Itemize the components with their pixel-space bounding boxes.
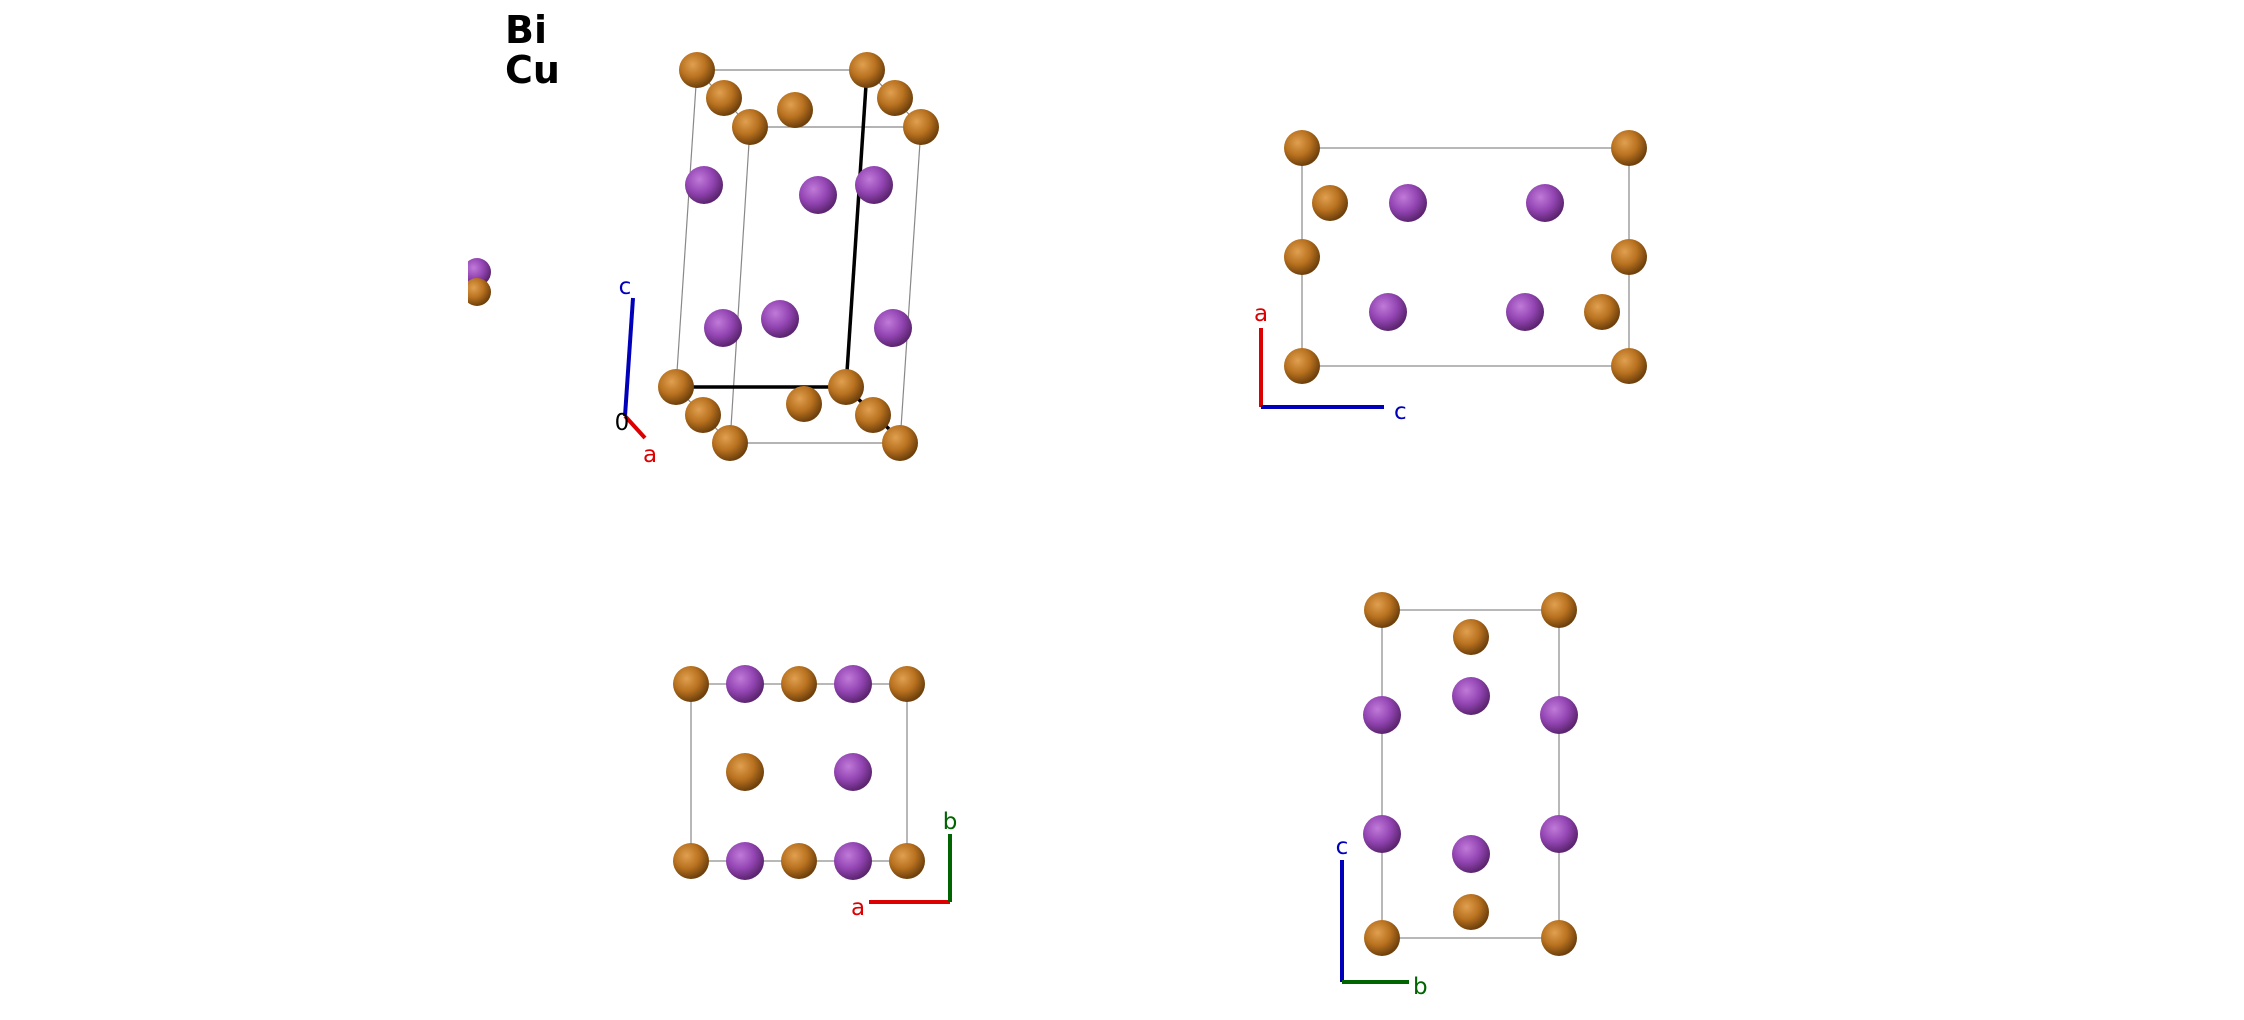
cu-atom [685,397,721,433]
axis-b-label: b [1413,974,1428,1000]
bi-atom [1389,184,1427,222]
cu-atom [679,52,715,88]
bi-atom [1363,815,1401,853]
cu-atom [889,843,925,879]
cu-atom [463,278,491,306]
bi-atom [799,176,837,214]
bi-atom [1363,696,1401,734]
bi-atom [1540,696,1578,734]
axis-b-label: b [943,809,958,835]
cu-atom [658,369,694,405]
cu-atom [849,52,885,88]
cu-atom [1284,239,1320,275]
origin-label: 0 [615,410,630,436]
unit-cell-outline [1381,609,1560,939]
cu-atom [732,109,768,145]
axis-a-arrow [623,414,647,440]
bi-atom [874,309,912,347]
legend: Bi Cu [505,8,560,92]
axis-c-arrow [623,297,635,417]
cu-atom [786,386,822,422]
cu-atom [673,666,709,702]
legend-label-bi: Bi [505,8,547,52]
axis-triad: c a 0 [615,274,657,468]
cu-atom [1364,920,1400,956]
axis-a-label: a [643,442,657,468]
atoms [673,665,925,880]
bi-atom [855,166,893,204]
legend-label-cu: Cu [505,48,560,92]
cu-atom [673,843,709,879]
cu-atom [1453,619,1489,655]
axis-c-label: c [619,274,632,300]
cu-atom [877,80,913,116]
bi-atom [1540,815,1578,853]
cu-atom [781,843,817,879]
bi-atom [834,842,872,880]
cu-atom [712,425,748,461]
atoms [658,52,939,461]
axis-triad: a c [1254,301,1407,425]
cu-atom [1364,592,1400,628]
axis-c-label: c [1336,834,1349,860]
atoms [1284,130,1647,384]
cu-atom [781,666,817,702]
cu-atom [1541,592,1577,628]
cu-atom [882,425,918,461]
axis-a-label: a [1254,301,1268,327]
bi-atom [726,665,764,703]
bi-atom [1506,293,1544,331]
bi-atom [1369,293,1407,331]
bi-atom [834,665,872,703]
view-a-b-projection: a b [673,665,957,921]
cu-atom [1312,185,1348,221]
axis-c-label: c [1394,399,1407,425]
bi-atom [834,753,872,791]
bi-atom [1452,677,1490,715]
cu-atom [1541,920,1577,956]
view-c-b-projection: c b [1336,592,1578,1000]
cu-atom [1584,294,1620,330]
bi-atom [1452,835,1490,873]
cu-atom [1611,239,1647,275]
cu-atom [706,80,742,116]
bi-atom [761,300,799,338]
atoms [1363,592,1578,956]
cu-atom [726,753,764,791]
cu-atom [1611,130,1647,166]
bi-atom [726,842,764,880]
cu-atom [903,109,939,145]
bi-atom [685,166,723,204]
unit-cell-outline [690,683,908,862]
view-perspective: c a 0 [615,52,939,468]
cu-atom [777,92,813,128]
bi-atom [1526,184,1564,222]
edge-atoms [440,250,491,310]
cu-atom [1284,348,1320,384]
cu-atom [1453,894,1489,930]
bi-atom [704,309,742,347]
axis-triad: a b [851,809,957,921]
axis-triad: c b [1336,834,1428,1000]
cu-atom [1284,130,1320,166]
view-a-c-projection: a c [1254,130,1647,425]
cu-atom [889,666,925,702]
cu-atom [828,369,864,405]
unit-cell-outline [1301,147,1630,367]
cu-atom [1611,348,1647,384]
bi-atom [463,258,491,286]
cu-atom [855,397,891,433]
axis-a-label: a [851,895,865,921]
